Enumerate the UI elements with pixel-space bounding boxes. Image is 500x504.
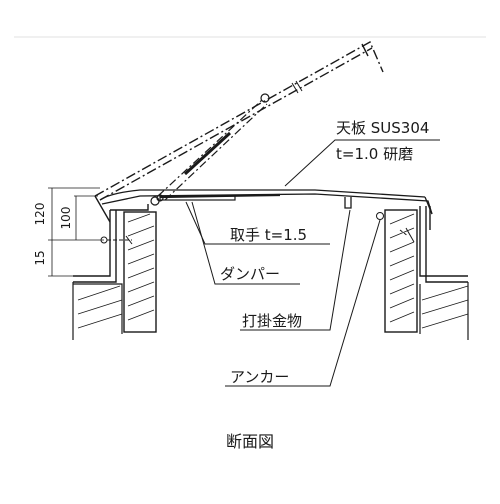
right-latch-anchor — [376, 212, 415, 243]
leader-lines — [185, 139, 440, 387]
label-top-plate: 天板 SUS304 — [336, 119, 429, 137]
dimension-15: 15 — [33, 250, 47, 265]
dimension-100: 100 — [59, 207, 73, 230]
left-floor — [72, 282, 123, 340]
left-wall-hatch — [77, 213, 155, 329]
label-latch: 打掛金物 — [242, 312, 302, 330]
open-lid-outline — [94, 41, 384, 223]
dimension-120: 120 — [33, 203, 47, 226]
dimension-lines — [48, 187, 104, 277]
right-wall-hatch — [389, 213, 469, 329]
open-damper-outline — [156, 93, 270, 202]
right-floor — [419, 282, 469, 340]
label-handle: 取手 t=1.5 — [230, 226, 307, 244]
lid-marks — [291, 80, 303, 94]
label-anchor: アンカー — [230, 368, 289, 386]
left-frame — [73, 204, 157, 333]
closed-lid — [99, 189, 433, 215]
label-damper: ダンパー — [220, 265, 280, 283]
diagram-caption: 断面図 — [226, 432, 274, 451]
closed-damper — [150, 195, 236, 206]
label-top-plate-spec: t=1.0 研磨 — [336, 145, 413, 163]
right-frame — [384, 206, 468, 333]
handle-part — [344, 197, 352, 209]
